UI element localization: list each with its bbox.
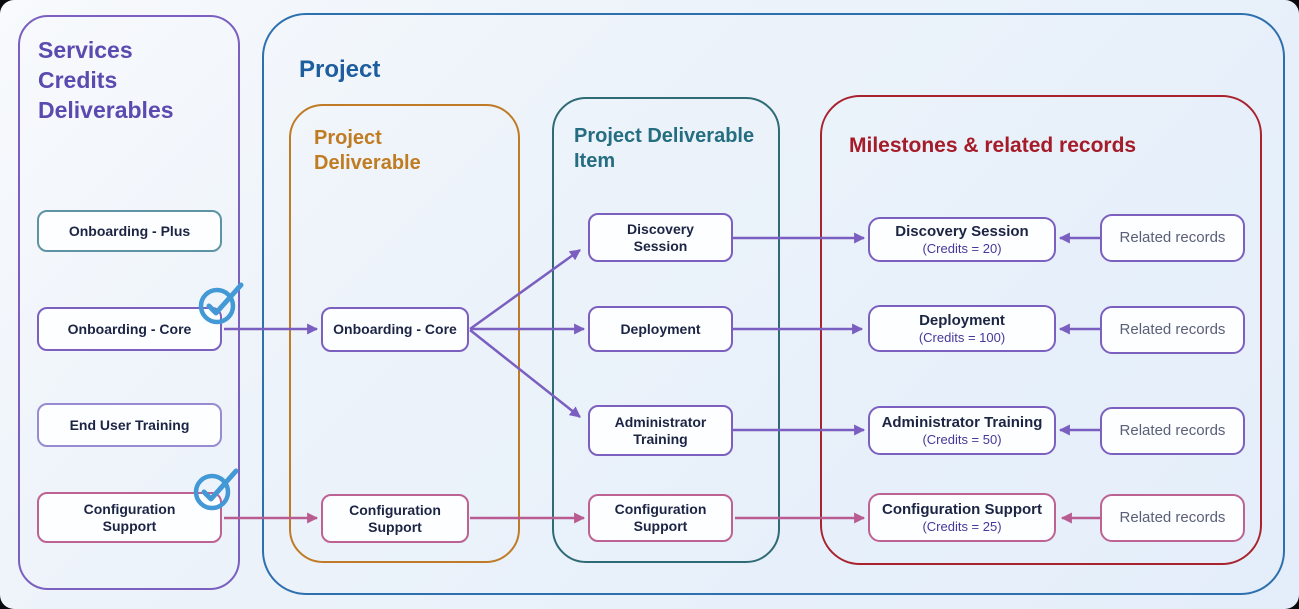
node-onboarding-core: Onboarding - Core <box>37 307 222 351</box>
checkmark-icon <box>198 282 244 325</box>
milestone-name: Administrator Training <box>881 413 1043 431</box>
milestone-credits: (Credits = 100) <box>918 329 1006 345</box>
milestone-name: Discovery Session <box>895 222 1029 240</box>
related-records-box: Related records <box>1100 306 1245 354</box>
project-deliverable-title: Project Deliverable <box>314 127 421 174</box>
item-administrator-training: Administrator Training <box>588 405 733 456</box>
services-credits-deliverables-container <box>18 15 240 590</box>
project-deliverable-item-title: Project Deliverable Item <box>574 125 755 172</box>
services-credits-deliverables-title: Services Credits Deliverables <box>38 37 174 123</box>
deliverable-configuration-support: Configuration Support <box>321 494 469 543</box>
milestone-credits: (Credits = 25) <box>922 518 1002 534</box>
milestone-configuration-support: Configuration Support (Credits = 25) <box>868 493 1056 542</box>
item-configuration-support: Configuration Support <box>588 494 733 542</box>
node-onboarding-plus: Onboarding - Plus <box>37 210 222 252</box>
checkmark-icon <box>193 468 239 511</box>
milestone-name: Configuration Support <box>882 500 1042 518</box>
milestone-credits: (Credits = 50) <box>922 431 1002 447</box>
milestone-name: Deployment <box>919 311 1005 329</box>
related-records-box: Related records <box>1100 494 1245 542</box>
item-deployment: Deployment <box>588 306 733 352</box>
item-discovery-session: Discovery Session <box>588 213 733 262</box>
node-end-user-training: End User Training <box>37 403 222 447</box>
related-records-box: Related records <box>1100 407 1245 455</box>
node-configuration-support: Configuration Support <box>37 492 222 543</box>
deliverable-onboarding-core: Onboarding - Core <box>321 307 469 352</box>
milestone-deployment: Deployment (Credits = 100) <box>868 305 1056 352</box>
project-container <box>262 13 1285 595</box>
milestone-administrator-training: Administrator Training (Credits = 50) <box>868 406 1056 455</box>
milestone-discovery-session: Discovery Session (Credits = 20) <box>868 217 1056 262</box>
project-title: Project <box>299 56 381 83</box>
milestones-title: Milestones & related records <box>849 134 1137 157</box>
related-records-box: Related records <box>1100 214 1245 262</box>
milestone-credits: (Credits = 20) <box>922 240 1002 256</box>
